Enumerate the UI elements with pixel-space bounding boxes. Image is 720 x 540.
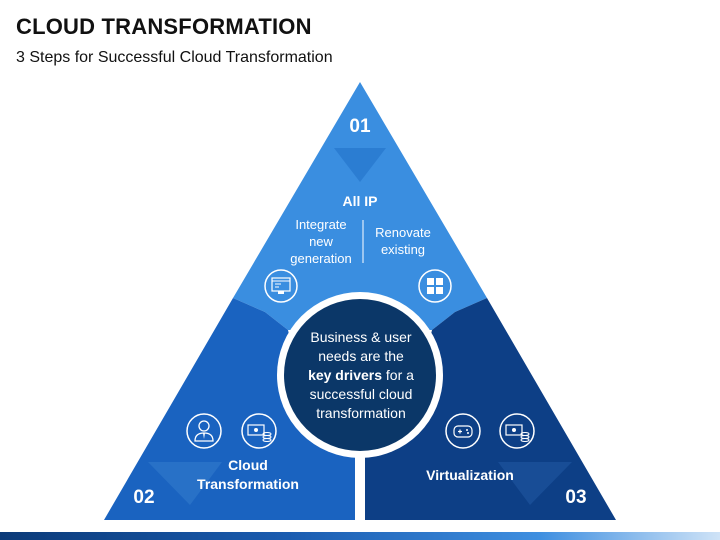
right-chevron [498,462,572,505]
step-number-01: 01 [349,116,371,137]
left-text-line: Integrate [295,217,347,232]
center-line: Business & user [310,329,412,345]
step-01-right-text: Renovate existing [368,224,438,258]
windows-grid-icon [418,269,452,303]
code-browser-icon [264,269,298,303]
step-heading-line: Cloud [228,457,268,473]
footer-bar [0,532,720,540]
center-line-rest: for a [382,367,414,383]
cash-coins-icon [499,413,535,449]
gamepad-chip-icon [445,413,481,449]
center-circle [284,299,436,451]
page-title: CLOUD TRANSFORMATION [16,14,312,39]
step-number-03: 03 [565,487,587,508]
center-line: transformation [316,405,406,421]
step-heading-01: All IP [342,193,378,209]
step-heading-line: Transformation [197,476,299,492]
step-01-left-text: Integrate new generation [284,216,358,267]
left-chevron [148,462,222,505]
right-text-line: Renovate [375,225,431,240]
businessman-icon [186,413,222,449]
page-subtitle: 3 Steps for Successful Cloud Transformat… [16,49,333,66]
top-chevron [334,148,386,182]
left-text-line: new [309,234,333,249]
step-number-02: 02 [133,487,155,508]
step-heading-03: Virtualization [426,467,514,483]
center-bold-text: key drivers [308,367,383,383]
center-line: needs are the [318,348,404,364]
right-text-line: existing [380,242,426,257]
center-line: successful cloud [309,386,413,402]
left-text-line: generation [290,251,352,266]
segment-top [233,82,487,330]
step-heading-02: Cloud Transformation [180,456,316,494]
center-line: key drivers for a [292,366,430,385]
center-message: Business & user needs are the key driver… [292,328,430,423]
cash-coins-icon [241,413,277,449]
